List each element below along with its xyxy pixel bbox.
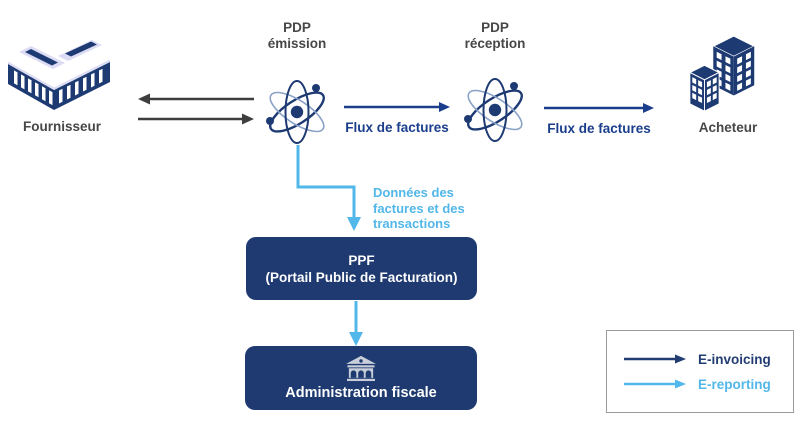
atom-icon [266, 80, 325, 144]
flux-reception-label: Flux de factures [547, 121, 651, 136]
pdp-emission-label: PDP émission [267, 20, 327, 51]
ereporting-arrow-icon [624, 379, 686, 389]
ppf-to-admin-arrow-icon [349, 301, 363, 346]
flux-emission-arrow-icon [344, 102, 450, 112]
legend-item-einvoicing: E-invoicing [624, 352, 793, 367]
pdp-reception-label: PDP réception [464, 20, 526, 51]
ppf-title: PPF [348, 252, 375, 268]
legend-item-ereporting: E-reporting [624, 377, 793, 392]
flux-emission-label: Flux de factures [345, 120, 449, 135]
factory-building-icon [8, 40, 110, 111]
legend-box: E-invoicing E-reporting [606, 330, 794, 413]
flux-reception-arrow-icon [544, 103, 654, 113]
bank-icon [346, 355, 376, 381]
bidirectional-arrows-icon [138, 93, 254, 125]
einvoicing-label: E-invoicing [698, 351, 771, 367]
donnees-label: Données des factures et des transactions [373, 185, 465, 231]
einvoicing-arrow-icon [624, 354, 686, 364]
ppf-subtitle: (Portail Public de Facturation) [265, 269, 458, 285]
administration-fiscale-label: Administration fiscale [285, 384, 437, 401]
ereporting-label: E-reporting [698, 376, 771, 392]
office-buildings-icon [688, 35, 756, 112]
arrow-right-icon [138, 113, 254, 125]
ppf-box: PPF (Portail Public de Facturation) [246, 237, 477, 300]
administration-fiscale-box: Administration fiscale [245, 346, 477, 410]
atom-icon [464, 78, 523, 142]
ereporting-elbow-arrow-icon [296, 145, 361, 231]
fournisseur-label: Fournisseur [22, 119, 101, 134]
acheteur-label: Acheteur [698, 120, 758, 135]
arrow-left-icon [138, 93, 254, 105]
